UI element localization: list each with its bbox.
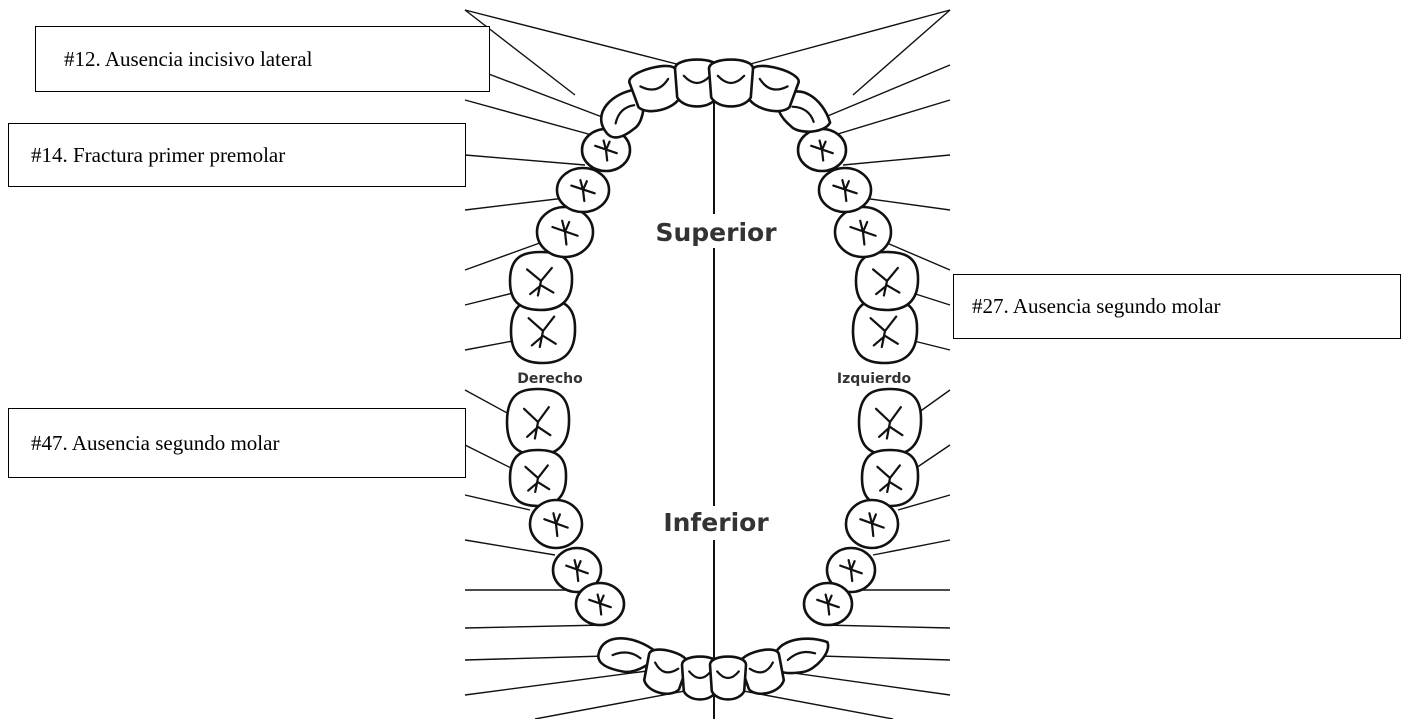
leader-line <box>465 155 585 165</box>
leader-line <box>465 445 515 470</box>
tooth-icon <box>557 168 609 212</box>
leader-line <box>913 445 950 470</box>
tooth-icon <box>507 389 569 455</box>
tooth-icon <box>530 500 582 548</box>
tooth-icon <box>856 252 918 310</box>
leader-line <box>465 340 518 350</box>
leader-line <box>465 10 700 70</box>
tooth-icon <box>862 450 918 506</box>
leader-line <box>863 198 950 210</box>
leader-line <box>465 625 605 628</box>
tooth-icon <box>846 500 898 548</box>
leader-line <box>843 155 950 165</box>
tooth-icon <box>537 207 593 257</box>
tooth-icon <box>710 657 746 700</box>
callout-tooth-47: #47. Ausencia segundo molar <box>8 408 466 478</box>
tooth-icon <box>859 389 921 455</box>
leader-line <box>465 668 670 695</box>
tooth-icon <box>576 583 624 625</box>
tooth-icon <box>819 168 871 212</box>
tooth-icon <box>835 207 891 257</box>
label-superior: Superior <box>655 218 777 247</box>
leader-line <box>823 625 950 628</box>
leader-line <box>465 198 565 210</box>
label-izquierdo: Izquierdo <box>837 371 912 387</box>
tooth-icon <box>798 129 846 171</box>
tooth-icon <box>709 60 753 107</box>
leader-line <box>465 100 610 140</box>
leader-lines <box>465 10 950 719</box>
tooth-icon <box>510 450 566 506</box>
callout-tooth-12: #12. Ausencia incisivo lateral <box>35 26 490 92</box>
leader-line <box>818 65 950 120</box>
callout-tooth-27: #27. Ausencia segundo molar <box>953 274 1401 339</box>
tooth-icon <box>510 252 572 310</box>
label-derecho: Derecho <box>517 371 583 387</box>
label-inferior: Inferior <box>663 508 769 537</box>
tooth-icon <box>804 583 852 625</box>
callout-tooth-14: #14. Fractura primer premolar <box>8 123 466 187</box>
